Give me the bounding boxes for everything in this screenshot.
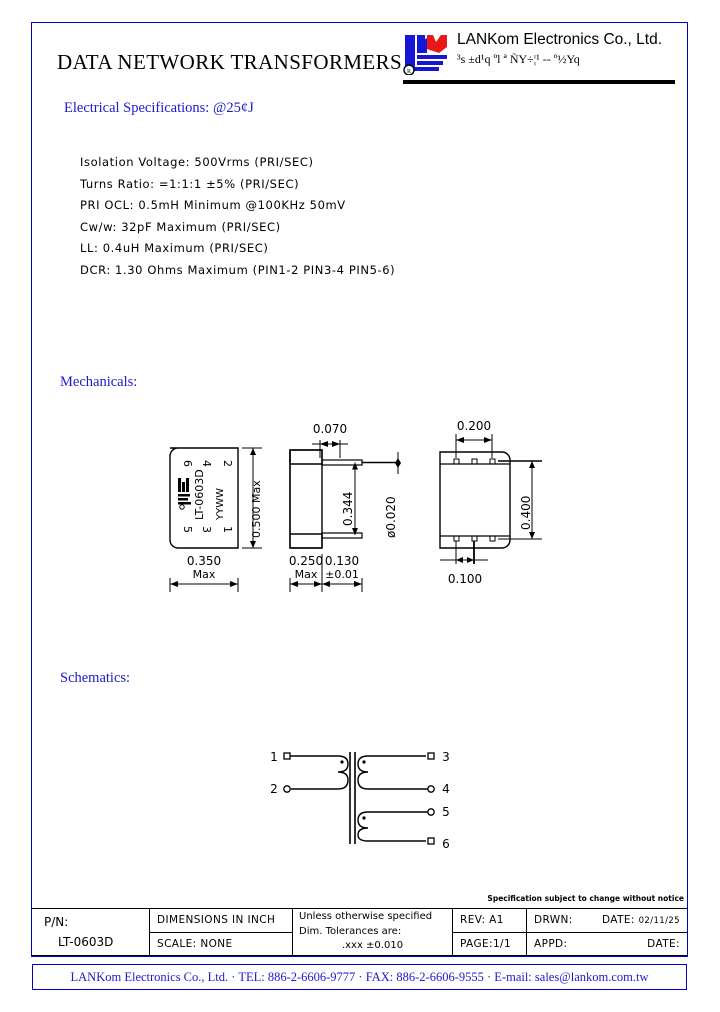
tolerance-line-3: .xxx ±0.010 <box>341 940 404 952</box>
front-pin-6: 6 <box>181 460 194 467</box>
title-block-pn-column: P/N: LT-0603D <box>32 909 150 955</box>
mechanical-drawing-svg: 6 4 2 5 3 1 LT-0603D YYWW <box>169 419 542 592</box>
front-pin-3: 3 <box>200 526 213 533</box>
side-height-dim: 0.344 <box>341 492 355 526</box>
front-height-dim: 0.500 Max <box>250 480 263 538</box>
appd-date-label: DATE: <box>647 937 680 950</box>
top-pin-span-dim: 0.200 <box>457 419 491 433</box>
schematics-heading: Schematics: <box>60 670 131 686</box>
side-depth-note: Max <box>295 568 318 581</box>
drwn-row: DRWN: DATE: 02/11/25 <box>527 909 687 933</box>
page-title: DATA NETWORK TRANSFORMERS <box>57 50 403 74</box>
schematic-svg: 1 2 3 4 5 6 <box>270 750 450 851</box>
title-block-tolerance-column: Unless otherwise specified Dim. Toleranc… <box>293 909 453 955</box>
mechanicals-heading: Mechanicals: <box>60 374 138 390</box>
lankom-logo-icon: R <box>403 35 447 75</box>
schematic-drawing: 1 2 3 4 5 6 <box>250 738 470 863</box>
side-lead-pitch-dim: 0.070 <box>313 422 347 436</box>
brand-underline <box>403 80 675 84</box>
spec-line: DCR: 1.30 Ohms Maximum (PIN1-2 PIN3-4 PI… <box>80 262 396 277</box>
front-pin-2: 2 <box>221 460 234 467</box>
dimensions-label: DIMENSIONS IN INCH <box>150 909 292 933</box>
mechanical-drawings: 6 4 2 5 3 1 LT-0603D YYWW <box>150 408 610 608</box>
front-pin-5: 5 <box>181 526 194 533</box>
drwn-label: DRWN: <box>534 914 573 927</box>
schematic-pin-1: 1 <box>270 750 278 764</box>
drwn-date-group: DATE: 02/11/25 <box>602 914 680 926</box>
title-block-table: P/N: LT-0603D DIMENSIONS IN INCH SCALE: … <box>32 908 687 956</box>
spec-line: Cw/w: 32pF Maximum (PRI/SEC) <box>80 219 281 234</box>
drwn-date-value: 02/11/25 <box>638 916 680 927</box>
front-pin-4: 4 <box>200 460 213 467</box>
page-border <box>31 22 688 957</box>
schematic-pin-2: 2 <box>270 782 278 796</box>
schematic-pin-3: 3 <box>442 750 450 764</box>
schematic-pin-6: 6 <box>442 837 450 851</box>
side-view: 0.070 0.344 ø0.020 0.250 Max 0.130 <box>289 422 401 592</box>
side-lead-thickness-dim: ø0.020 <box>384 496 398 538</box>
title-block-rev-column: REV: A1 PAGE:1/1 <box>453 909 527 955</box>
brand-subtitle: ³s ±d¹q ºl ª ÑY÷¦¹ -- º½Yq <box>457 52 580 66</box>
brand-name: LANKom Electronics Co., Ltd. <box>457 31 663 48</box>
front-date-code: YYWW <box>215 488 226 521</box>
side-depth-dim: 0.250 <box>289 554 323 568</box>
top-body-width-dim: 0.400 <box>519 496 533 530</box>
schematic-pin-4: 4 <box>442 782 450 796</box>
front-pin-1: 1 <box>221 526 234 533</box>
tolerance-line-2: Dim. Tolerances are: <box>299 925 402 937</box>
rev-label: REV: A1 <box>453 909 526 933</box>
electrical-spec-list: Isolation Voltage: 500Vrms (PRI/SEC) Tur… <box>80 152 550 281</box>
spec-line: Turns Ratio: =1:1:1 ±5% (PRI/SEC) <box>80 176 300 191</box>
spec-line: Isolation Voltage: 500Vrms (PRI/SEC) <box>80 155 314 169</box>
body-logo-mark <box>178 478 191 510</box>
spec-line: PRI OCL: 0.5mH Minimum @100KHz 50mV <box>80 198 346 212</box>
pn-label: P/N: <box>44 915 69 929</box>
top-view: 0.200 0.400 0.100 <box>439 419 542 586</box>
drwn-date-label: DATE: <box>602 914 635 927</box>
front-width-note: Max <box>193 568 216 581</box>
footer-contact-text: LANKom Electronics Co., Ltd. · TEL: 886-… <box>70 969 649 984</box>
title-block-approval-column: DRWN: DATE: 02/11/25 APPD: DATE: <box>527 909 687 955</box>
side-lead-dim: 0.130 <box>325 554 359 568</box>
electrical-specifications-heading: Electrical Specifications: @25¢J <box>64 100 254 116</box>
brand-header: R LANKom Electronics Co., Ltd. ³s ±d¹q º… <box>400 30 675 84</box>
spec-line: LL: 0.4uH Maximum (PRI/SEC) <box>80 241 269 255</box>
side-lead-tol: ±0.01 <box>325 568 359 581</box>
title-block-dimensions-column: DIMENSIONS IN INCH SCALE: NONE <box>150 909 293 955</box>
front-view: 6 4 2 5 3 1 LT-0603D YYWW <box>169 447 263 592</box>
footer-contact-bar: LANKom Electronics Co., Ltd. · TEL: 886-… <box>32 964 687 990</box>
front-part-number: LT-0603D <box>193 469 206 520</box>
svg-text:R: R <box>407 69 411 75</box>
schematic-pin-5: 5 <box>442 805 450 819</box>
appd-row: APPD: DATE: <box>527 933 687 956</box>
front-width-dim: 0.350 <box>187 554 221 568</box>
spec-change-note: Specification subject to change without … <box>487 894 684 903</box>
top-pin-pitch-dim: 0.100 <box>448 572 482 586</box>
tolerance-line-1: Unless otherwise specified <box>299 911 433 923</box>
page-label: PAGE:1/1 <box>460 937 512 950</box>
pn-value: LT-0603D <box>58 935 114 949</box>
scale-label: SCALE: NONE <box>157 937 233 950</box>
appd-label: APPD: <box>534 937 568 950</box>
